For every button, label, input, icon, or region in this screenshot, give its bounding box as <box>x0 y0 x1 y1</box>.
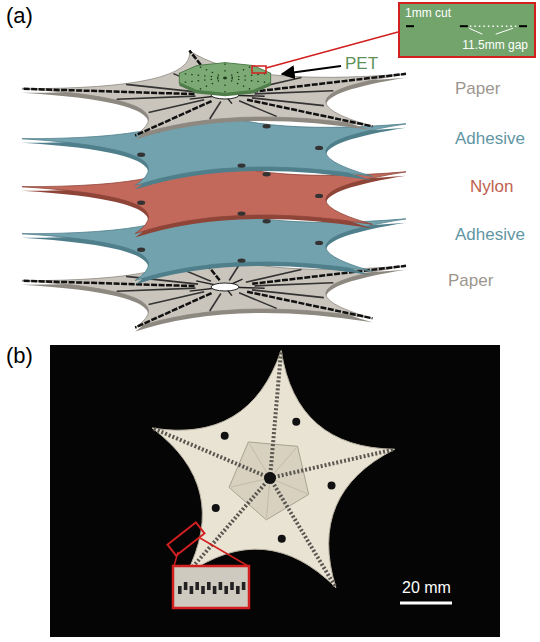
hole <box>315 241 323 245</box>
inset-note: 11.5mm gap <box>462 39 528 52</box>
layer-name: Paper <box>455 80 500 99</box>
zipper-tooth <box>207 582 211 590</box>
fold-line <box>210 294 221 311</box>
hole <box>137 153 145 157</box>
fold-line <box>255 283 334 286</box>
hole <box>221 432 229 440</box>
hole <box>212 504 220 512</box>
hole <box>263 172 271 176</box>
photo-panel <box>50 345 500 637</box>
zoom-marker <box>168 522 205 555</box>
layer-stack <box>22 32 406 332</box>
pointer-arrow <box>282 66 341 74</box>
layer-name: Nylon <box>470 178 513 197</box>
zipper-tooth <box>195 582 199 590</box>
zipper-tooth <box>178 586 182 594</box>
layer-sheet <box>22 101 406 186</box>
zipper-tooth <box>236 586 240 594</box>
hole <box>237 258 245 262</box>
inset-note: 1mm cut <box>405 7 451 20</box>
zipper-tooth <box>230 582 234 590</box>
zipper-tooth <box>190 586 194 594</box>
fold-line <box>239 293 277 309</box>
fold-line <box>246 270 302 283</box>
star-layer <box>22 51 406 140</box>
fold-line <box>149 292 205 305</box>
layer-name: Paper <box>448 272 493 291</box>
panel-letter: (b) <box>6 344 33 368</box>
zipper-tooth <box>242 582 246 590</box>
fold-line <box>117 96 196 99</box>
zipper-seam <box>152 428 270 478</box>
pet-disc <box>179 63 270 97</box>
photo-background <box>50 345 500 637</box>
zoom-inset: 1mm cut 11.5mm gap <box>398 2 536 58</box>
hole <box>263 124 271 128</box>
center-hole <box>211 283 239 291</box>
panel-letter: (a) <box>6 4 33 28</box>
hole <box>292 418 300 426</box>
fold-line <box>149 100 205 113</box>
hole <box>263 219 271 223</box>
zipper-tooth <box>219 582 223 590</box>
scale-bar <box>400 602 452 605</box>
fold-line <box>252 290 324 298</box>
hole <box>278 535 286 543</box>
layer-edge <box>22 55 406 140</box>
zipper-tooth <box>213 586 217 594</box>
zipper-tooth <box>201 586 205 594</box>
zipper-tooth <box>224 586 228 594</box>
scale-label: 20 mm <box>402 579 451 597</box>
hole <box>315 146 323 150</box>
fold-line <box>117 288 196 291</box>
fold-line <box>239 101 277 117</box>
zoom-leader <box>266 32 398 68</box>
layer-name: Adhesive <box>455 130 525 149</box>
layer-sheet <box>22 51 406 136</box>
layer-name: Adhesive <box>455 226 525 245</box>
zipper-seam <box>270 350 281 478</box>
zipper-tooth <box>184 582 188 590</box>
zoom-inset <box>173 566 249 608</box>
zipper-seam <box>270 478 336 588</box>
fold-line <box>210 102 221 119</box>
fold-line <box>252 98 324 106</box>
hole <box>315 194 323 198</box>
center-dome <box>229 442 309 520</box>
hole <box>328 482 336 490</box>
fold-line <box>255 91 334 94</box>
zoom-marker <box>252 66 266 73</box>
layer-name: PET <box>345 55 378 74</box>
folded-star <box>152 350 395 587</box>
hole <box>237 211 245 215</box>
hole <box>237 163 245 167</box>
hole <box>137 248 145 252</box>
zipper-seam <box>270 449 395 478</box>
hole <box>137 201 145 205</box>
